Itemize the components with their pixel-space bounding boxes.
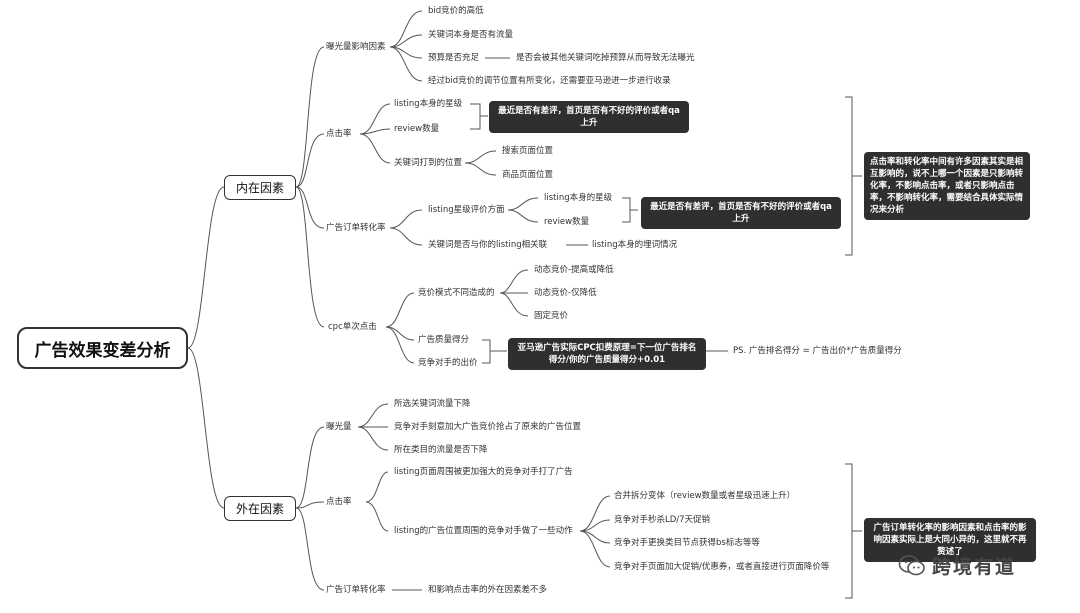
internal-ctr[interactable]: 点击率 xyxy=(326,129,352,139)
conversion-item[interactable]: 关键词是否与你的listing相关联 xyxy=(428,240,548,250)
ext-ctr-item[interactable]: listing的广告位置周围的竞争对手做了一些动作 xyxy=(394,526,573,536)
exposure-item[interactable]: 预算是否充足 xyxy=(428,53,480,63)
competitor-action[interactable]: 竞争对手更换类目节点获得bs标志等等 xyxy=(614,538,760,548)
bid-mode[interactable]: 固定竞价 xyxy=(534,311,569,321)
exposure-item[interactable]: 经过bid竞价的调节位置有所变化，还需要亚马逊进一步进行收录 xyxy=(428,76,671,86)
wechat-icon xyxy=(898,554,925,575)
competitor-action[interactable]: 合并拆分变体（review数量或者星级迅速上升） xyxy=(614,491,796,501)
external-exposure[interactable]: 曝光量 xyxy=(326,422,352,432)
rating-item[interactable]: review数量 xyxy=(544,217,590,227)
ext-exposure-item[interactable]: 竞争对手刻意加大广告竞价抢占了原来的广告位置 xyxy=(394,422,582,432)
ctr-item[interactable]: 关键词打到的位置 xyxy=(394,158,463,168)
cpc-note[interactable]: 亚马逊广告实际CPC扣费原理=下一位广告排名得分/你的广告质量得分+0.01 xyxy=(508,338,706,370)
internal-exposure[interactable]: 曝光量影响因素 xyxy=(326,42,386,52)
branch-external[interactable]: 外在因素 xyxy=(224,496,296,521)
internal-side-note[interactable]: 点击率和转化率中间有许多因素其实是相互影响的，说不上哪一个因素是只影响转化率，不… xyxy=(864,152,1030,220)
watermark: 跨境有道 xyxy=(898,552,1016,579)
cpc-item[interactable]: 广告质量得分 xyxy=(418,335,470,345)
bid-mode[interactable]: 动态竞价-仅降低 xyxy=(534,288,597,298)
competitor-action[interactable]: 竞争对手页面加大促销/优惠券，或者直接进行页面降价等 xyxy=(614,562,830,572)
ctr-item[interactable]: listing本身的星级 xyxy=(394,99,463,109)
ctr-position[interactable]: 商品页面位置 xyxy=(502,170,554,180)
external-side-note[interactable]: 广告订单转化率的影响因素和点击率的影响因素实际上是大同小异的，这里就不再赘述了 xyxy=(864,518,1036,562)
conversion-note[interactable]: 最近是否有差评，首页是否有不好的评价或者qa上升 xyxy=(641,197,841,229)
cpc-item[interactable]: 竞争对手的出价 xyxy=(418,358,478,368)
cpc-item[interactable]: 竞价模式不同造成的 xyxy=(418,288,495,298)
branch-internal[interactable]: 内在因素 xyxy=(224,175,296,200)
conversion-item[interactable]: listing星级评价方面 xyxy=(428,205,505,215)
ext-exposure-item[interactable]: 所选关键词流量下降 xyxy=(394,399,471,409)
relevance-note[interactable]: listing本身的埋词情况 xyxy=(592,240,678,250)
external-ctr[interactable]: 点击率 xyxy=(326,497,352,507)
internal-conversion[interactable]: 广告订单转化率 xyxy=(326,223,386,233)
ext-ctr-item[interactable]: listing页面周围被更加强大的竞争对手打了广告 xyxy=(394,467,573,477)
budget-note[interactable]: 是否会被其他关键词吃掉预算从而导致无法曝光 xyxy=(516,53,695,63)
external-conversion[interactable]: 广告订单转化率 xyxy=(326,585,386,595)
exposure-item[interactable]: 关键词本身是否有流量 xyxy=(428,30,514,40)
exposure-item[interactable]: bid竞价的高低 xyxy=(428,6,484,16)
bid-mode[interactable]: 动态竞价-提高或降低 xyxy=(534,265,614,275)
ext-exposure-item[interactable]: 所在类目的流量是否下降 xyxy=(394,445,488,455)
watermark-text: 跨境有道 xyxy=(932,556,1017,578)
root-topic[interactable]: 广告效果变差分析 xyxy=(17,327,188,369)
ctr-note[interactable]: 最近是否有差评，首页是否有不好的评价或者qa上升 xyxy=(489,101,689,133)
ctr-position[interactable]: 搜索页面位置 xyxy=(502,146,554,156)
ext-conversion-note[interactable]: 和影响点击率的外在因素差不多 xyxy=(428,585,548,595)
rating-item[interactable]: listing本身的星级 xyxy=(544,193,613,203)
ctr-item[interactable]: review数量 xyxy=(394,124,440,134)
cpc-ps[interactable]: PS. 广告排名得分 = 广告出价*广告质量得分 xyxy=(733,346,902,356)
competitor-action[interactable]: 竞争对手秒杀LD/7天促销 xyxy=(614,515,711,525)
internal-cpc[interactable]: cpc单次点击 xyxy=(328,322,377,332)
